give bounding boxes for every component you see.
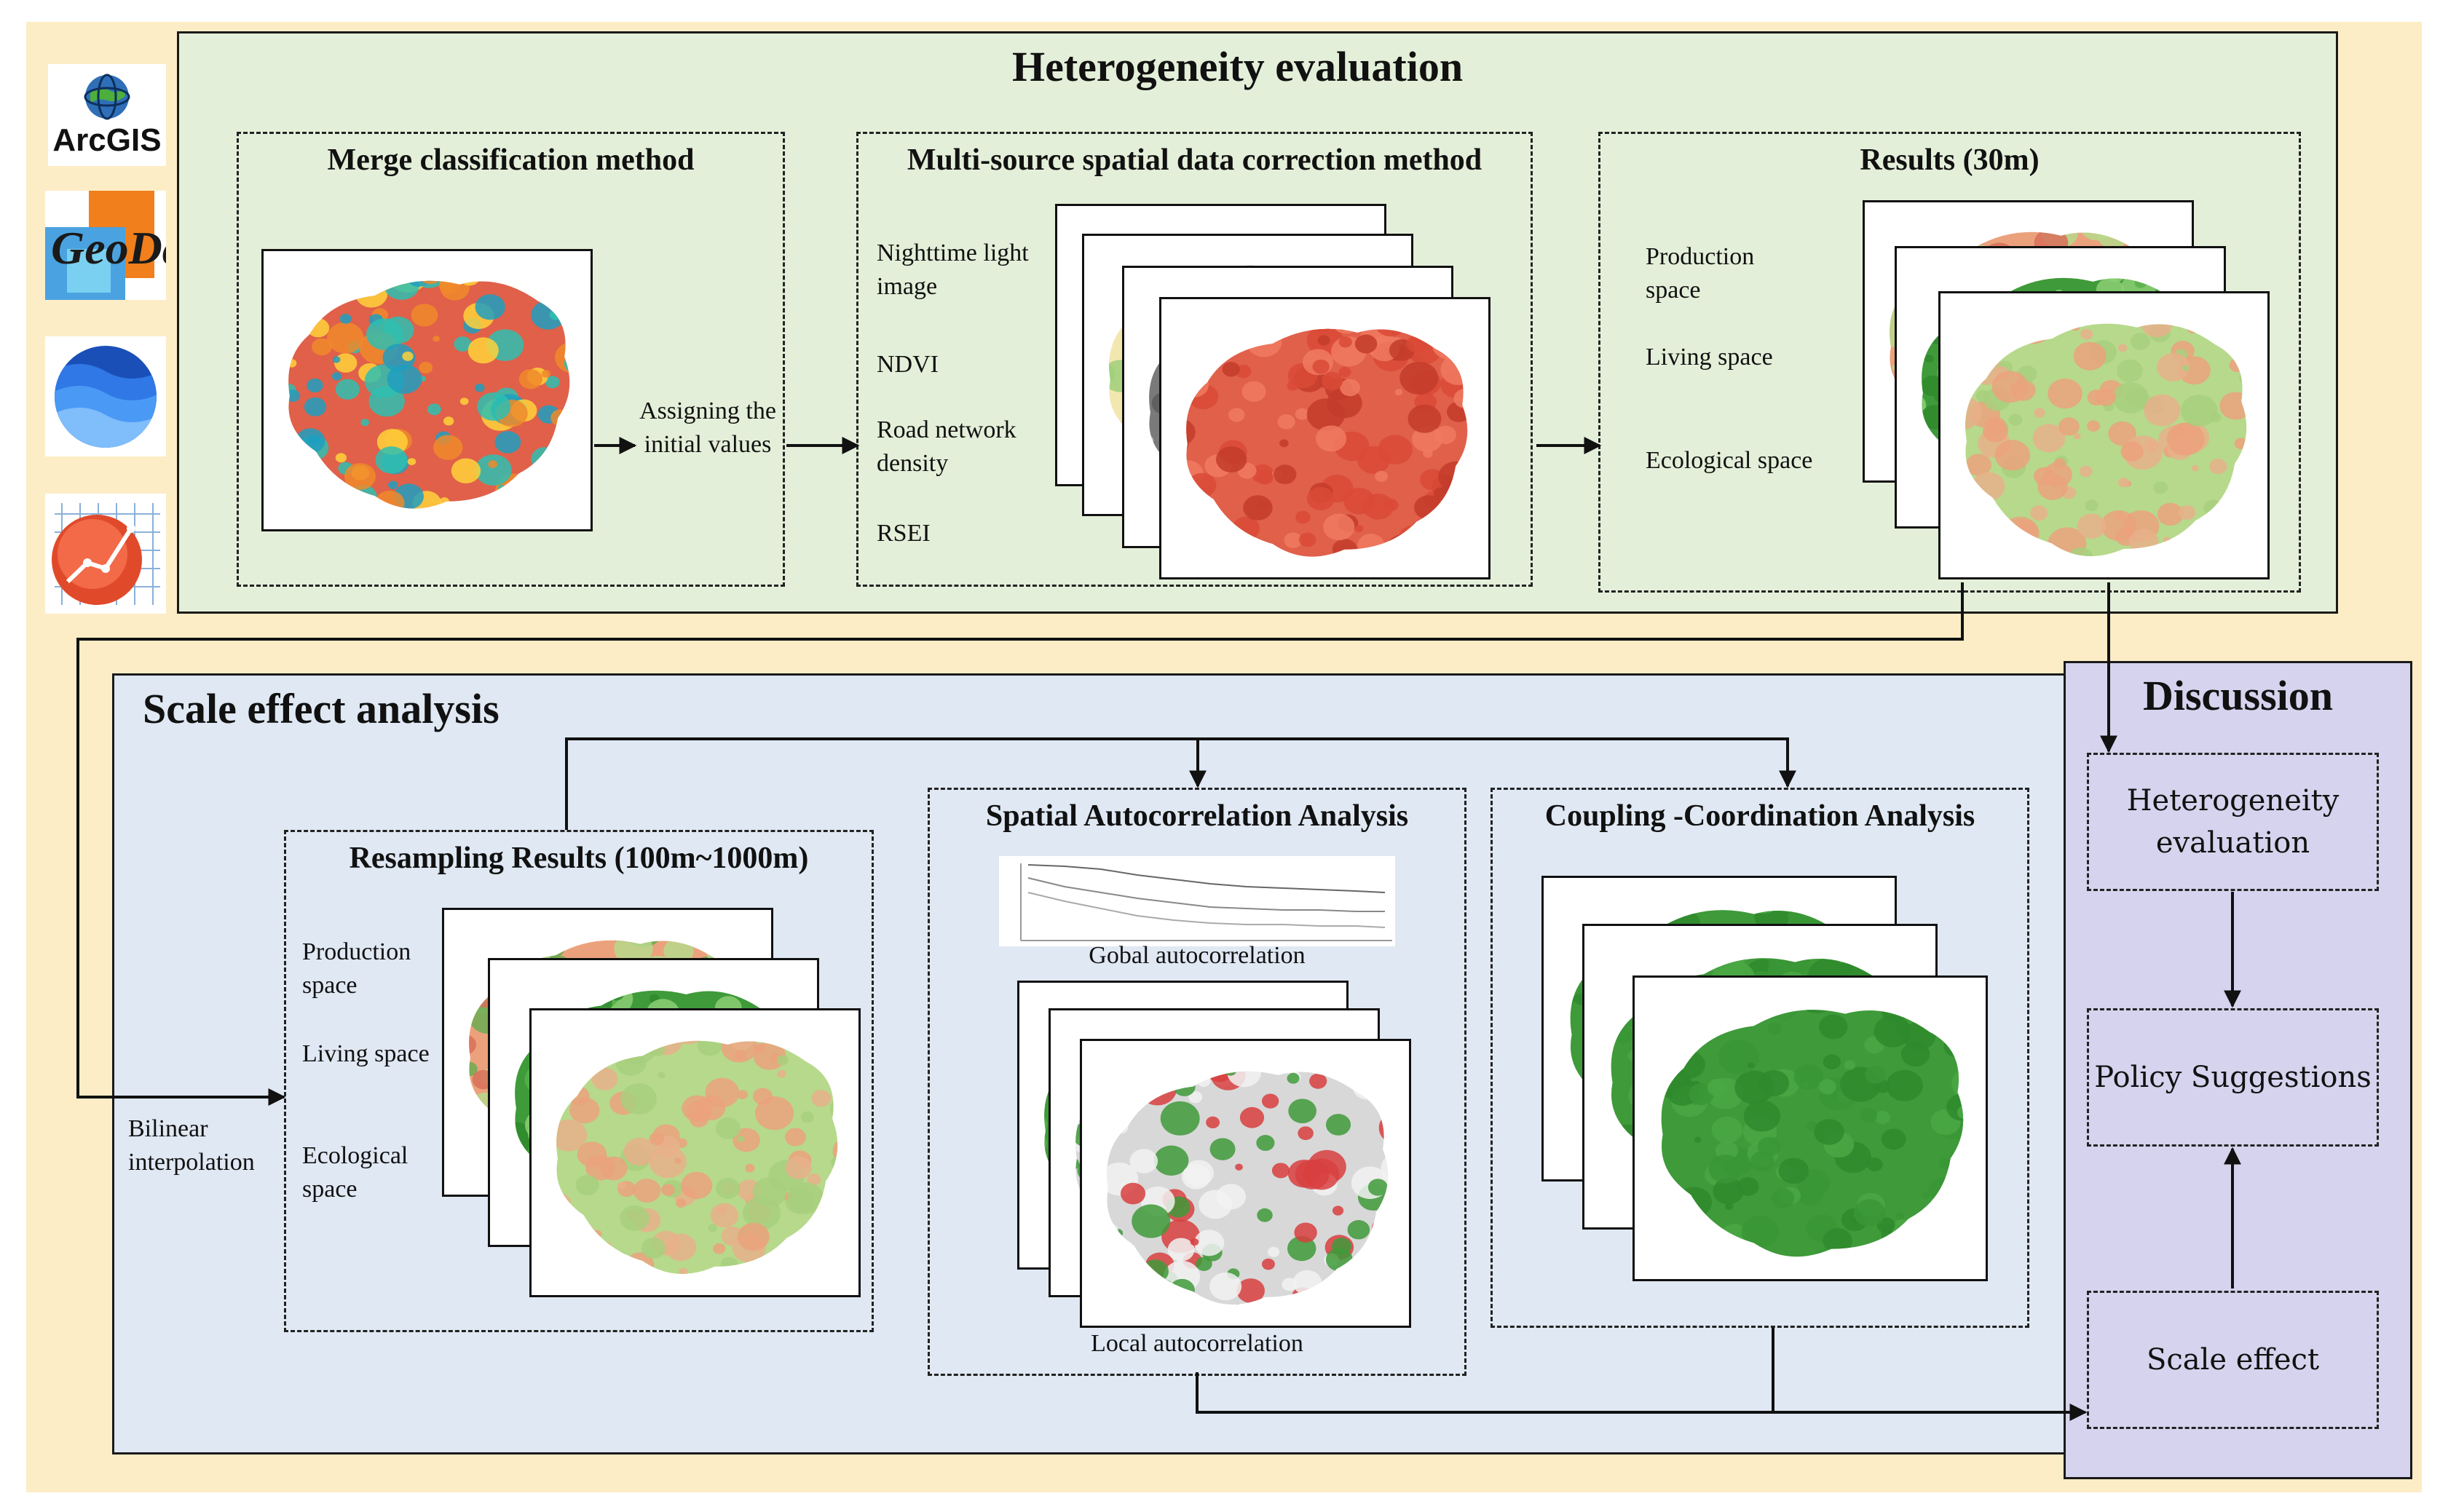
resampling-ecological-map	[529, 1008, 861, 1297]
assign-label: Assigning the initial values	[639, 397, 776, 458]
ecological-space-label: Ecological space	[1646, 447, 1813, 474]
coupling-map-3	[1632, 975, 1988, 1281]
road-density-label: Road network density	[877, 416, 1016, 477]
geoda-logo: GeoDa	[45, 191, 166, 300]
geoda-logo-graphic: GeoDa	[45, 191, 166, 300]
bilinear-label: Bilinear interpolation	[128, 1115, 255, 1176]
discussion-scale-box: Scale effect	[2087, 1291, 2379, 1429]
ndvi-label: NDVI	[877, 351, 939, 378]
globe-icon	[84, 74, 130, 120]
discussion-panel	[2064, 661, 2412, 1479]
local-autocorrelation-map-3	[1080, 1039, 1411, 1328]
global-autocorrelation-chart	[999, 856, 1395, 946]
geoda-logo-text: GeoDa	[51, 222, 166, 274]
discussion-policy-box: Policy Suggestions	[2087, 1008, 2379, 1147]
resampling-title: Resampling Results (100m~1000m)	[349, 842, 809, 875]
local-autocorrelation-label: Local autocorrelation	[1091, 1330, 1303, 1357]
resampling-living-label: Living space	[302, 1040, 430, 1067]
nighttime-light-label: Nighttime light image	[877, 240, 1029, 300]
resampling-ecological-label: Ecological space	[302, 1142, 408, 1203]
resampling-production-label: Production space	[302, 938, 411, 999]
merge-title: Merge classification method	[327, 143, 695, 177]
discussion-policy-label: Policy Suggestions	[2094, 1061, 2372, 1094]
living-space-label: Living space	[1646, 344, 1773, 371]
ecological-space-map	[1938, 291, 2270, 579]
discussion-title: Discussion	[2142, 672, 2334, 719]
multisource-title: Multi-source spatial data correction met…	[907, 143, 1482, 177]
scale-effect-title: Scale effect analysis	[143, 685, 500, 732]
discussion-heterogeneity-box: Heterogeneity evaluation	[2087, 753, 2379, 891]
spatial-autocorrelation-title: Spatial Autocorrelation Analysis	[985, 799, 1409, 833]
discussion-heterogeneity-label: Heterogeneity evaluation	[2126, 784, 2340, 860]
discussion-scale-label: Scale effect	[2146, 1343, 2320, 1377]
arcgis-logo: ArcGIS	[48, 64, 166, 166]
merge-classification-map	[261, 249, 593, 531]
production-space-label: Production space	[1646, 243, 1755, 304]
global-autocorrelation-label: Gobal autocorrelation	[1089, 942, 1306, 969]
rsei-map	[1159, 297, 1491, 579]
google-earth-engine-logo	[45, 336, 166, 456]
global-autocorrelation-plot	[1020, 863, 1392, 941]
arcgis-logo-text: ArcGIS	[52, 122, 162, 158]
coupling-title: Coupling -Coordination Analysis	[1544, 799, 1975, 833]
heterogeneity-title: Heterogeneity evaluation	[1012, 43, 1464, 90]
earth-engine-icon	[55, 345, 157, 448]
results-title: Results (30m)	[1860, 143, 2040, 177]
origin-chart-icon	[52, 502, 160, 605]
origin-logo	[45, 494, 166, 614]
rsei-label: RSEI	[877, 520, 931, 547]
